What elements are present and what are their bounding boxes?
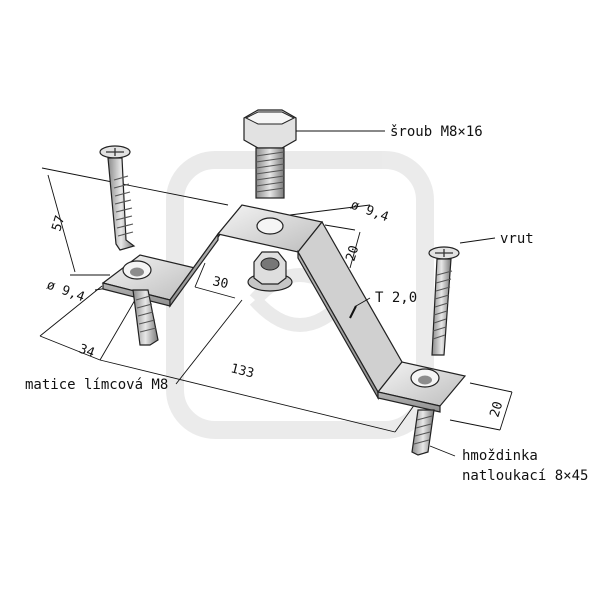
anchor-right	[411, 409, 435, 456]
hole-top	[256, 217, 284, 235]
anchor-left	[132, 289, 159, 346]
label-bolt: šroub M8×16	[390, 124, 483, 140]
dim-total-length: 133	[229, 361, 255, 381]
dim-width-right: 20	[487, 400, 506, 419]
dim-height: 57	[49, 214, 68, 233]
leader-lines	[175, 130, 496, 457]
label-anchor-1: hmoždinka	[462, 448, 538, 464]
hole-right	[410, 368, 440, 388]
dim-foot-offset: 34	[77, 342, 97, 362]
label-nut: matice límcová M8	[25, 377, 168, 393]
dim-hole-left: ø 9,4	[45, 278, 87, 306]
hole-left	[122, 260, 152, 280]
screw-right	[428, 246, 460, 356]
bracket	[101, 204, 467, 413]
bolt	[243, 109, 297, 199]
label-thickness: T 2,0	[375, 290, 417, 306]
dim-hole-top: ø 9,4	[349, 198, 391, 226]
dim-flat-top: 30	[211, 274, 229, 292]
flange-nut	[247, 251, 293, 292]
label-anchor-2: natloukací 8×45	[462, 468, 588, 484]
label-screw: vrut	[500, 231, 534, 247]
screw-left	[99, 145, 136, 251]
dim-width-top: 20	[343, 244, 362, 263]
